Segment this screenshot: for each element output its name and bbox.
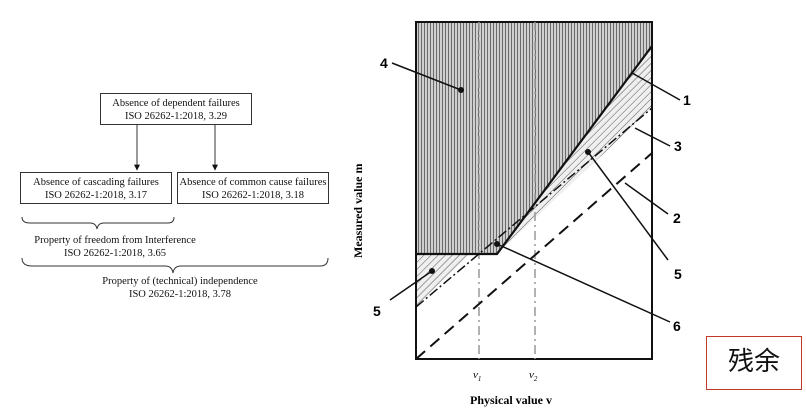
leader-2: [624, 182, 669, 215]
label-freedom-title: Property of freedom from Interference: [34, 235, 196, 246]
box-cascading-failures-ref: ISO 26262-1:2018, 3.17: [44, 190, 148, 201]
callout-dots: [429, 87, 591, 274]
callout-4: 4: [380, 55, 388, 71]
box-dependent-failures-title: Absence of dependent failures: [112, 98, 240, 109]
dot-4: [458, 87, 464, 93]
callout-3: 3: [674, 138, 682, 154]
callout-5-left: 5: [373, 303, 381, 319]
tree-connectors: [134, 125, 218, 171]
label-independence-title: Property of (technical) independence: [102, 276, 258, 287]
residual-badge: 残余: [706, 336, 802, 390]
callout-leaders: [389, 62, 681, 323]
leader-3: [634, 127, 671, 147]
box-dependent-failures-ref: ISO 26262-1:2018, 3.29: [124, 111, 228, 122]
y-axis-label: Measured value m: [351, 164, 365, 258]
callout-1: 1: [683, 92, 691, 108]
label-freedom-ref: ISO 26262-1:2018, 3.65: [63, 248, 167, 259]
plot-frame: [415, 21, 653, 360]
line-2-dashed-ideal: [415, 152, 653, 360]
tick-v1-subscript: 1: [478, 375, 482, 383]
brace-technical-independence: [21, 257, 329, 274]
label-freedom-from-interference: Property of freedom from Interference IS…: [20, 234, 210, 260]
box-dependent-failures: Absence of dependent failures ISO 26262-…: [100, 93, 252, 125]
label-independence-ref: ISO 26262-1:2018, 3.78: [128, 289, 232, 300]
tick-v2-letter: v: [529, 369, 534, 381]
tick-v1-letter: v: [473, 369, 478, 381]
box-cascading-failures: Absence of cascading failures ISO 26262-…: [20, 172, 172, 204]
box-common-cause-failures-title: Absence of common cause failures: [179, 177, 327, 188]
tree-braces: [21, 216, 329, 274]
region-5-lower-left-diagonal-hatch: [416, 254, 470, 307]
leader-4: [391, 62, 462, 91]
tick-label-v1: v1: [473, 369, 481, 383]
brace-freedom-from-interference: [21, 216, 175, 230]
box-cascading-failures-title: Absence of cascading failures: [33, 177, 159, 188]
leader-5-right: [587, 151, 669, 261]
x-axis-label: Physical value v: [470, 393, 552, 407]
tick-label-v2: v2: [529, 369, 538, 383]
tick-v2-subscript: 2: [534, 375, 538, 383]
callout-2: 2: [673, 210, 681, 226]
dot-6: [494, 241, 500, 247]
label-technical-independence: Property of (technical) independence ISO…: [100, 275, 260, 301]
callout-5-right: 5: [674, 266, 682, 282]
line-1-solid-upper-limit: [416, 45, 653, 256]
dot-5-right: [585, 149, 591, 155]
leader-1: [631, 72, 681, 101]
leader-6: [496, 243, 671, 323]
box-common-cause-failures: Absence of common cause failures ISO 262…: [177, 172, 329, 204]
box-common-cause-failures-ref: ISO 26262-1:2018, 3.18: [201, 190, 305, 201]
dot-5-left: [429, 268, 435, 274]
region-4-vertical-hatch: [416, 22, 652, 254]
leader-5-left: [389, 270, 433, 301]
line-3-dash-dot-limit: [415, 107, 653, 308]
callout-6: 6: [673, 318, 681, 334]
